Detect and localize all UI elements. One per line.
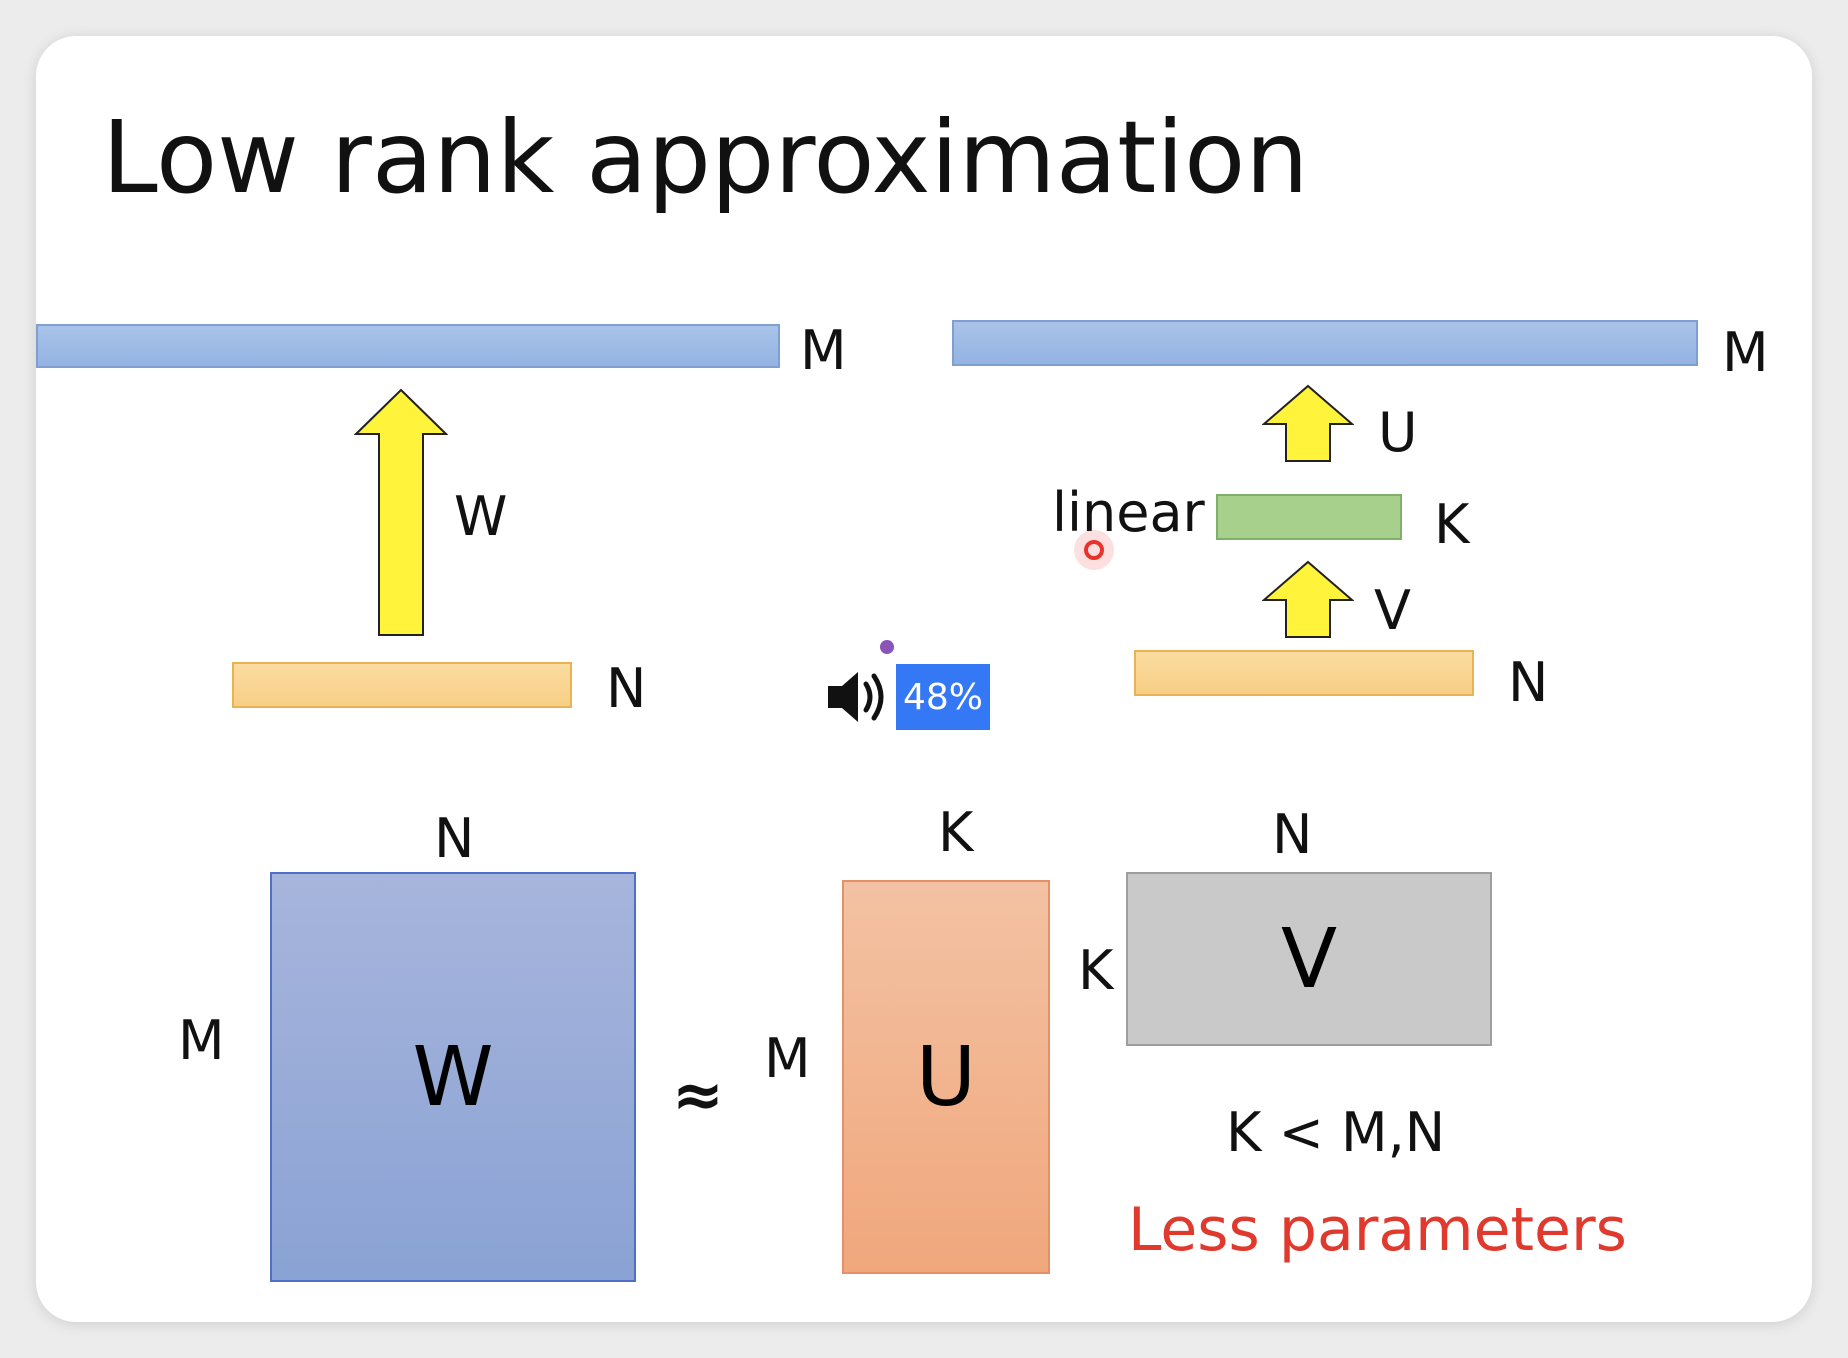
linear-label: linear: [1052, 481, 1205, 544]
up-arrow-icon: [354, 388, 448, 636]
u-rows-label: M: [764, 1027, 811, 1090]
input-layer-bar: [232, 662, 572, 708]
speaker-icon: [828, 672, 884, 722]
matrix-v-label: V: [1280, 911, 1338, 1007]
v-rows-label: K: [1078, 939, 1114, 1002]
input-layer-bar-factorized: [1134, 650, 1474, 696]
matrix-u: U: [842, 880, 1050, 1274]
matrix-w: W: [270, 872, 636, 1282]
matrix-u-label: U: [915, 1029, 977, 1125]
w-rows-label: M: [178, 1009, 225, 1072]
less-parameters-note: Less parameters: [1128, 1195, 1627, 1265]
output-layer-bar-factorized: [952, 320, 1698, 366]
w-cols-label: N: [434, 807, 475, 870]
matrix-v: V: [1126, 872, 1492, 1046]
hidden-layer-bar: [1216, 494, 1402, 540]
up-arrow-u-icon: [1262, 384, 1354, 462]
v-label: V: [1374, 579, 1411, 642]
volume-marker-dot: [880, 640, 894, 654]
hidden-dim-label: K: [1434, 493, 1470, 556]
input-dim-label: N: [606, 657, 647, 720]
input-dim-label-factorized: N: [1508, 651, 1549, 714]
up-arrow-v-icon: [1262, 560, 1354, 638]
weight-label: W: [454, 485, 508, 548]
matrix-w-label: W: [412, 1029, 494, 1125]
slide: Low rank approximation M W N M U linear …: [36, 36, 1812, 1322]
output-dim-label: M: [800, 319, 847, 382]
cursor-dot-icon: [1074, 530, 1114, 570]
slide-title: Low rank approximation: [102, 99, 1309, 216]
output-dim-label-factorized: M: [1722, 321, 1769, 384]
volume-level-badge: 48%: [896, 664, 990, 730]
rank-constraint: K < M,N: [1226, 1101, 1446, 1164]
u-label: U: [1378, 401, 1418, 464]
v-cols-label: N: [1272, 803, 1313, 866]
output-layer-bar: [36, 324, 780, 368]
approx-symbol: ≈: [672, 1058, 724, 1131]
u-cols-label: K: [938, 801, 974, 864]
